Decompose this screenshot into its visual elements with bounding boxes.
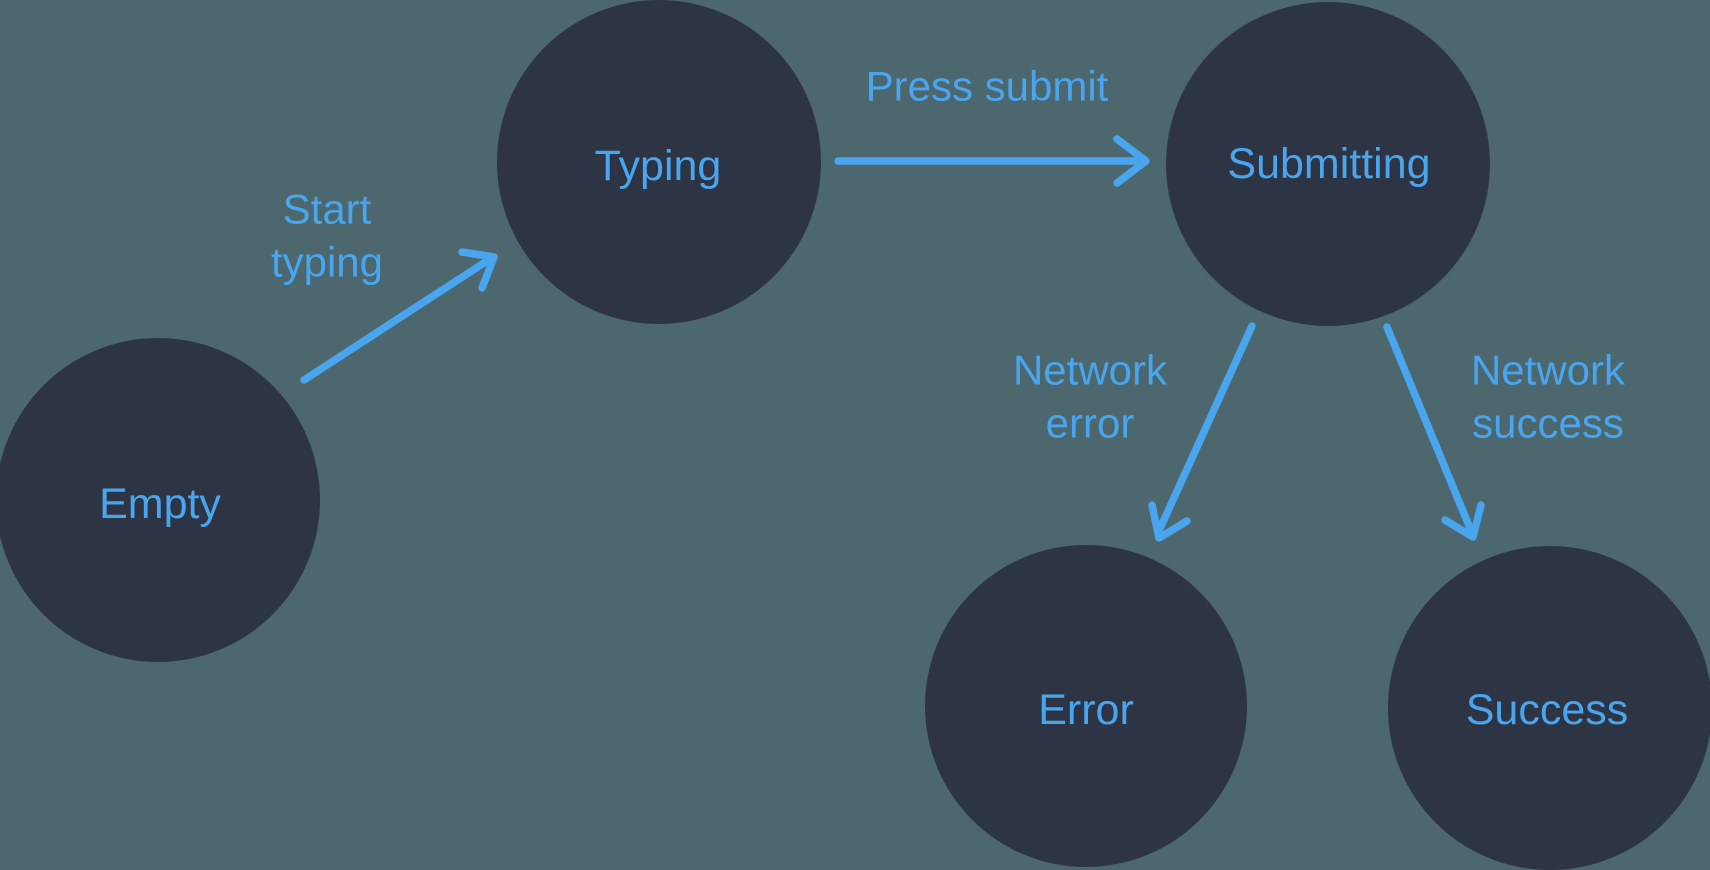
transition-press-submit: Press submit <box>834 63 1150 187</box>
transition-label-network-error-line1: Network <box>1013 347 1168 394</box>
arrowhead-press-submit-icon <box>1113 135 1150 187</box>
state-circle-submitting <box>1166 2 1490 326</box>
state-node-error: Error <box>925 545 1247 867</box>
transition-label-network-success-line2: success <box>1472 400 1624 447</box>
transition-arrow-network-success <box>1383 323 1476 537</box>
state-label-success: Success <box>1466 686 1629 734</box>
state-label-typing: Typing <box>595 142 722 190</box>
transition-arrow-network-error <box>1154 322 1256 537</box>
state-circle-empty <box>0 338 320 662</box>
transition-label-network-error-line2: error <box>1046 400 1135 447</box>
transition-label-press-submit: Press submit <box>866 63 1109 110</box>
state-label-error: Error <box>1038 686 1134 734</box>
transition-start-typing: Start typing <box>271 186 498 384</box>
state-label-submitting: Submitting <box>1227 140 1430 188</box>
state-circle-typing <box>497 0 821 324</box>
transition-arrow-start-typing <box>300 255 494 384</box>
transition-label-network-success-line1: Network <box>1471 347 1626 394</box>
state-label-empty: Empty <box>99 480 221 528</box>
state-node-empty: Empty <box>0 338 320 662</box>
arrowhead-start-typing-icon <box>458 248 498 292</box>
state-circle-error <box>925 545 1247 867</box>
transition-network-success: Network success <box>1383 323 1626 541</box>
transition-label-start-typing-line1: Start <box>283 186 372 233</box>
state-node-success: Success <box>1388 546 1710 870</box>
state-circle-success <box>1388 546 1710 870</box>
arrowhead-network-error-icon <box>1148 501 1191 542</box>
transition-label-start-typing-line2: typing <box>271 239 383 286</box>
state-node-submitting: Submitting <box>1166 2 1490 326</box>
state-node-typing: Typing <box>497 0 821 324</box>
arrowhead-network-success-icon <box>1441 501 1485 541</box>
transition-network-error: Network error <box>1013 322 1256 542</box>
